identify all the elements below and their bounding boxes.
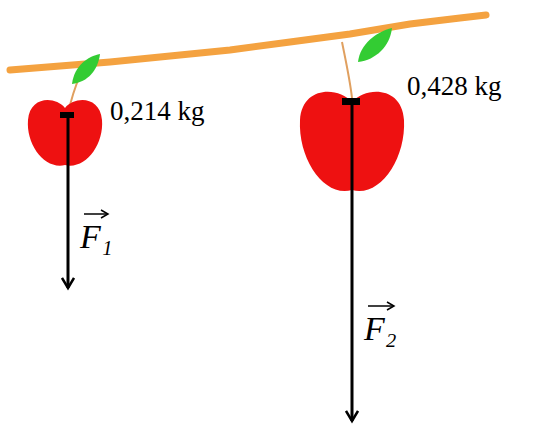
stem — [342, 42, 352, 98]
mass-label: 0,428 kg — [407, 72, 502, 102]
force-arrow — [351, 104, 354, 421]
vector-sign — [368, 305, 394, 307]
stem-hole — [342, 98, 360, 105]
force-arrow — [67, 118, 70, 288]
mass-label: 0,214 kg — [110, 97, 205, 127]
stem-hole — [60, 112, 74, 118]
branch — [10, 15, 486, 70]
vector-sign — [84, 213, 108, 215]
apple — [28, 100, 102, 166]
force-label: F₂ — [364, 310, 397, 347]
leaf — [358, 28, 392, 62]
force-label: F₁ — [80, 218, 113, 255]
leaf — [72, 54, 100, 84]
